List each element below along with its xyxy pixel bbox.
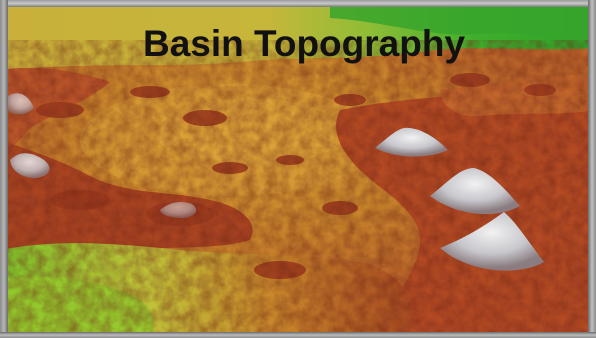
frame-border-top: [0, 0, 596, 7]
frame-border-left: [0, 0, 8, 338]
frame-border-right: [588, 0, 596, 338]
frame-border-bottom: [0, 332, 596, 338]
image-title: Basin Topography: [142, 23, 466, 64]
